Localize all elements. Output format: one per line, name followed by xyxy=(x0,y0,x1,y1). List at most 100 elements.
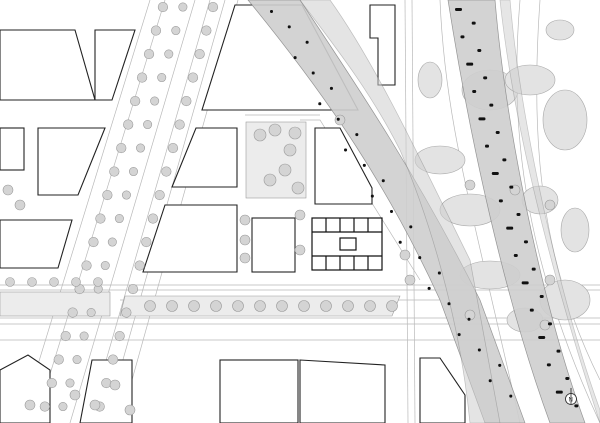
tree xyxy=(232,300,244,312)
vehicle-marker xyxy=(523,240,528,244)
tree xyxy=(239,252,251,264)
vehicle-marker xyxy=(547,322,552,326)
vehicle-marker xyxy=(293,56,297,60)
vehicle-marker xyxy=(506,226,514,230)
tree xyxy=(171,26,181,36)
vehicle-marker xyxy=(336,117,340,121)
tree xyxy=(298,300,310,312)
tree xyxy=(88,236,99,248)
tree xyxy=(283,143,297,157)
tree xyxy=(210,300,222,312)
tree xyxy=(399,249,411,261)
vehicle-marker xyxy=(355,133,359,137)
viaduct-ramps xyxy=(247,0,600,423)
vehicle-marker xyxy=(538,336,546,339)
vehicle-marker xyxy=(370,194,374,198)
traffic-markers xyxy=(270,8,579,408)
tree xyxy=(181,95,192,107)
vehicle-marker xyxy=(516,213,521,216)
tree xyxy=(130,95,141,107)
vehicle-marker xyxy=(477,49,482,52)
tree xyxy=(121,307,132,318)
tree xyxy=(89,399,101,411)
tree xyxy=(65,378,75,388)
tree xyxy=(150,25,162,36)
tree xyxy=(121,190,131,200)
vehicle-marker xyxy=(362,163,366,167)
tree xyxy=(79,331,89,341)
vehicle-marker xyxy=(418,256,422,260)
tree xyxy=(144,300,156,312)
tree xyxy=(291,181,305,195)
vehicle-marker xyxy=(502,158,507,162)
vehicle-marker xyxy=(478,117,486,121)
tree xyxy=(201,25,212,36)
tree xyxy=(161,166,172,177)
tree xyxy=(53,354,64,365)
vehicle-marker xyxy=(491,172,499,175)
tree xyxy=(46,377,57,389)
vehicle-marker xyxy=(555,390,563,394)
tree xyxy=(93,277,103,287)
tree xyxy=(143,120,153,130)
tree xyxy=(67,307,78,318)
tree xyxy=(320,300,332,312)
vehicle-marker xyxy=(531,267,536,271)
vehicle-marker xyxy=(305,40,309,44)
tree xyxy=(254,300,266,312)
tree xyxy=(167,142,179,154)
tree xyxy=(127,283,139,295)
vehicle-marker xyxy=(390,210,393,213)
vehicle-marker xyxy=(472,90,477,93)
tree xyxy=(268,123,282,137)
tree xyxy=(86,308,96,318)
tree xyxy=(39,401,50,412)
tree xyxy=(136,143,146,153)
vehicle-marker xyxy=(489,103,494,107)
vehicle-marker xyxy=(318,102,322,106)
vehicle-marker xyxy=(521,281,529,285)
tree xyxy=(147,213,159,224)
vehicle-marker xyxy=(546,363,551,367)
vehicle-marker xyxy=(447,302,451,306)
vehicle-marker xyxy=(498,199,503,203)
vehicle-marker xyxy=(344,148,348,152)
tree xyxy=(24,399,36,411)
tree xyxy=(239,234,251,246)
tree xyxy=(123,119,134,130)
north-arrow-label: N xyxy=(569,398,573,404)
tree xyxy=(263,173,277,187)
vehicle-marker xyxy=(270,10,273,13)
street-trees xyxy=(2,1,556,416)
tree xyxy=(164,49,174,59)
tree xyxy=(60,330,71,342)
tree xyxy=(136,72,148,83)
tree xyxy=(128,167,138,177)
tree xyxy=(154,189,165,201)
tree xyxy=(364,300,376,312)
tree xyxy=(187,72,199,83)
north-arrow: N xyxy=(565,388,577,405)
tree xyxy=(124,404,136,416)
vehicle-marker xyxy=(477,348,481,352)
tree xyxy=(114,214,124,224)
vehicle-marker xyxy=(398,240,402,244)
vehicle-marker xyxy=(556,349,561,353)
tree xyxy=(174,119,185,130)
tree xyxy=(95,213,106,224)
vehicle-marker xyxy=(311,71,315,75)
vehicle-marker xyxy=(409,225,413,229)
city-blocks xyxy=(0,4,466,423)
tree xyxy=(114,330,125,342)
tree xyxy=(150,96,160,106)
tree xyxy=(71,277,81,287)
tree xyxy=(294,209,306,221)
tree xyxy=(178,2,188,12)
tree xyxy=(188,300,200,312)
tree xyxy=(253,128,267,142)
tree xyxy=(107,354,119,365)
tree xyxy=(49,277,59,287)
tree xyxy=(100,261,110,271)
tree xyxy=(334,114,346,126)
